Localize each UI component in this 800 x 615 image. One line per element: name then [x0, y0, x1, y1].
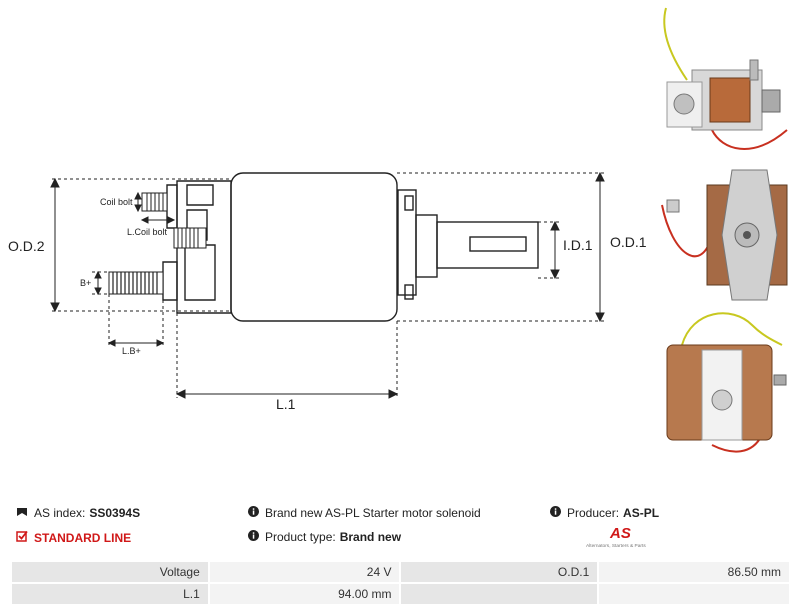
standard-line-row: STANDARD LINE — [16, 530, 131, 545]
spec-value: 86.50 mm — [599, 562, 789, 582]
spec-value: 94.00 mm — [209, 584, 400, 604]
checkbox-icon — [16, 530, 28, 545]
as-index-row: AS index: SS0394S — [16, 506, 140, 520]
as-index-value: SS0394S — [89, 506, 141, 520]
spec-label: O.D.1 — [401, 562, 598, 582]
lbplus-label: L.B+ — [122, 346, 141, 356]
info-icon — [248, 506, 259, 520]
producer-value: AS-PL — [623, 506, 660, 520]
producer-label: Producer: — [567, 506, 620, 520]
solenoid-technical-drawing — [50, 171, 605, 399]
standard-line-label: STANDARD LINE — [34, 530, 132, 545]
spec-label: L.1 — [12, 584, 208, 604]
spec-label: Voltage — [12, 562, 208, 582]
l1-label: L.1 — [276, 396, 296, 412]
specs-table: Voltage 24 V O.D.1 86.50 mm L.1 94.00 mm — [10, 560, 791, 606]
spec-label — [401, 584, 598, 604]
product-photo-side — [663, 7, 788, 150]
as-pl-logo: AS Alternators, Starters & Parts — [586, 526, 652, 552]
as-index-label: AS index: — [34, 506, 86, 520]
product-type-row: Product type: Brand new — [248, 530, 401, 544]
info-icon — [550, 506, 561, 520]
spec-value — [599, 584, 789, 604]
od2-label: O.D.2 — [8, 238, 45, 254]
product-photo-back — [666, 312, 787, 453]
producer-row: Producer: AS-PL — [550, 506, 659, 520]
bplus-label: B+ — [80, 278, 92, 288]
bookmark-icon — [16, 506, 28, 520]
product-photo-front — [661, 169, 788, 301]
description-row: Brand new AS-PL Starter motor solenoid — [248, 506, 481, 520]
product-type-label: Product type: — [265, 530, 336, 544]
coil-bolt-label: Coil bolt — [100, 197, 133, 207]
l-coil-bolt-label: L.Coil bolt — [127, 227, 168, 237]
table-row: Voltage 24 V O.D.1 86.50 mm — [12, 562, 789, 582]
spec-value: 24 V — [209, 562, 400, 582]
logo-tagline: Alternators, Starters & Parts — [586, 544, 646, 549]
table-row: L.1 94.00 mm — [12, 584, 789, 604]
info-icon — [248, 530, 259, 544]
product-type-value: Brand new — [339, 530, 402, 544]
product-description: Brand new AS-PL Starter motor solenoid — [265, 506, 481, 520]
logo-mark: AS — [610, 525, 631, 542]
id1-label: I.D.1 — [563, 237, 593, 253]
od1-label: O.D.1 — [610, 234, 647, 250]
